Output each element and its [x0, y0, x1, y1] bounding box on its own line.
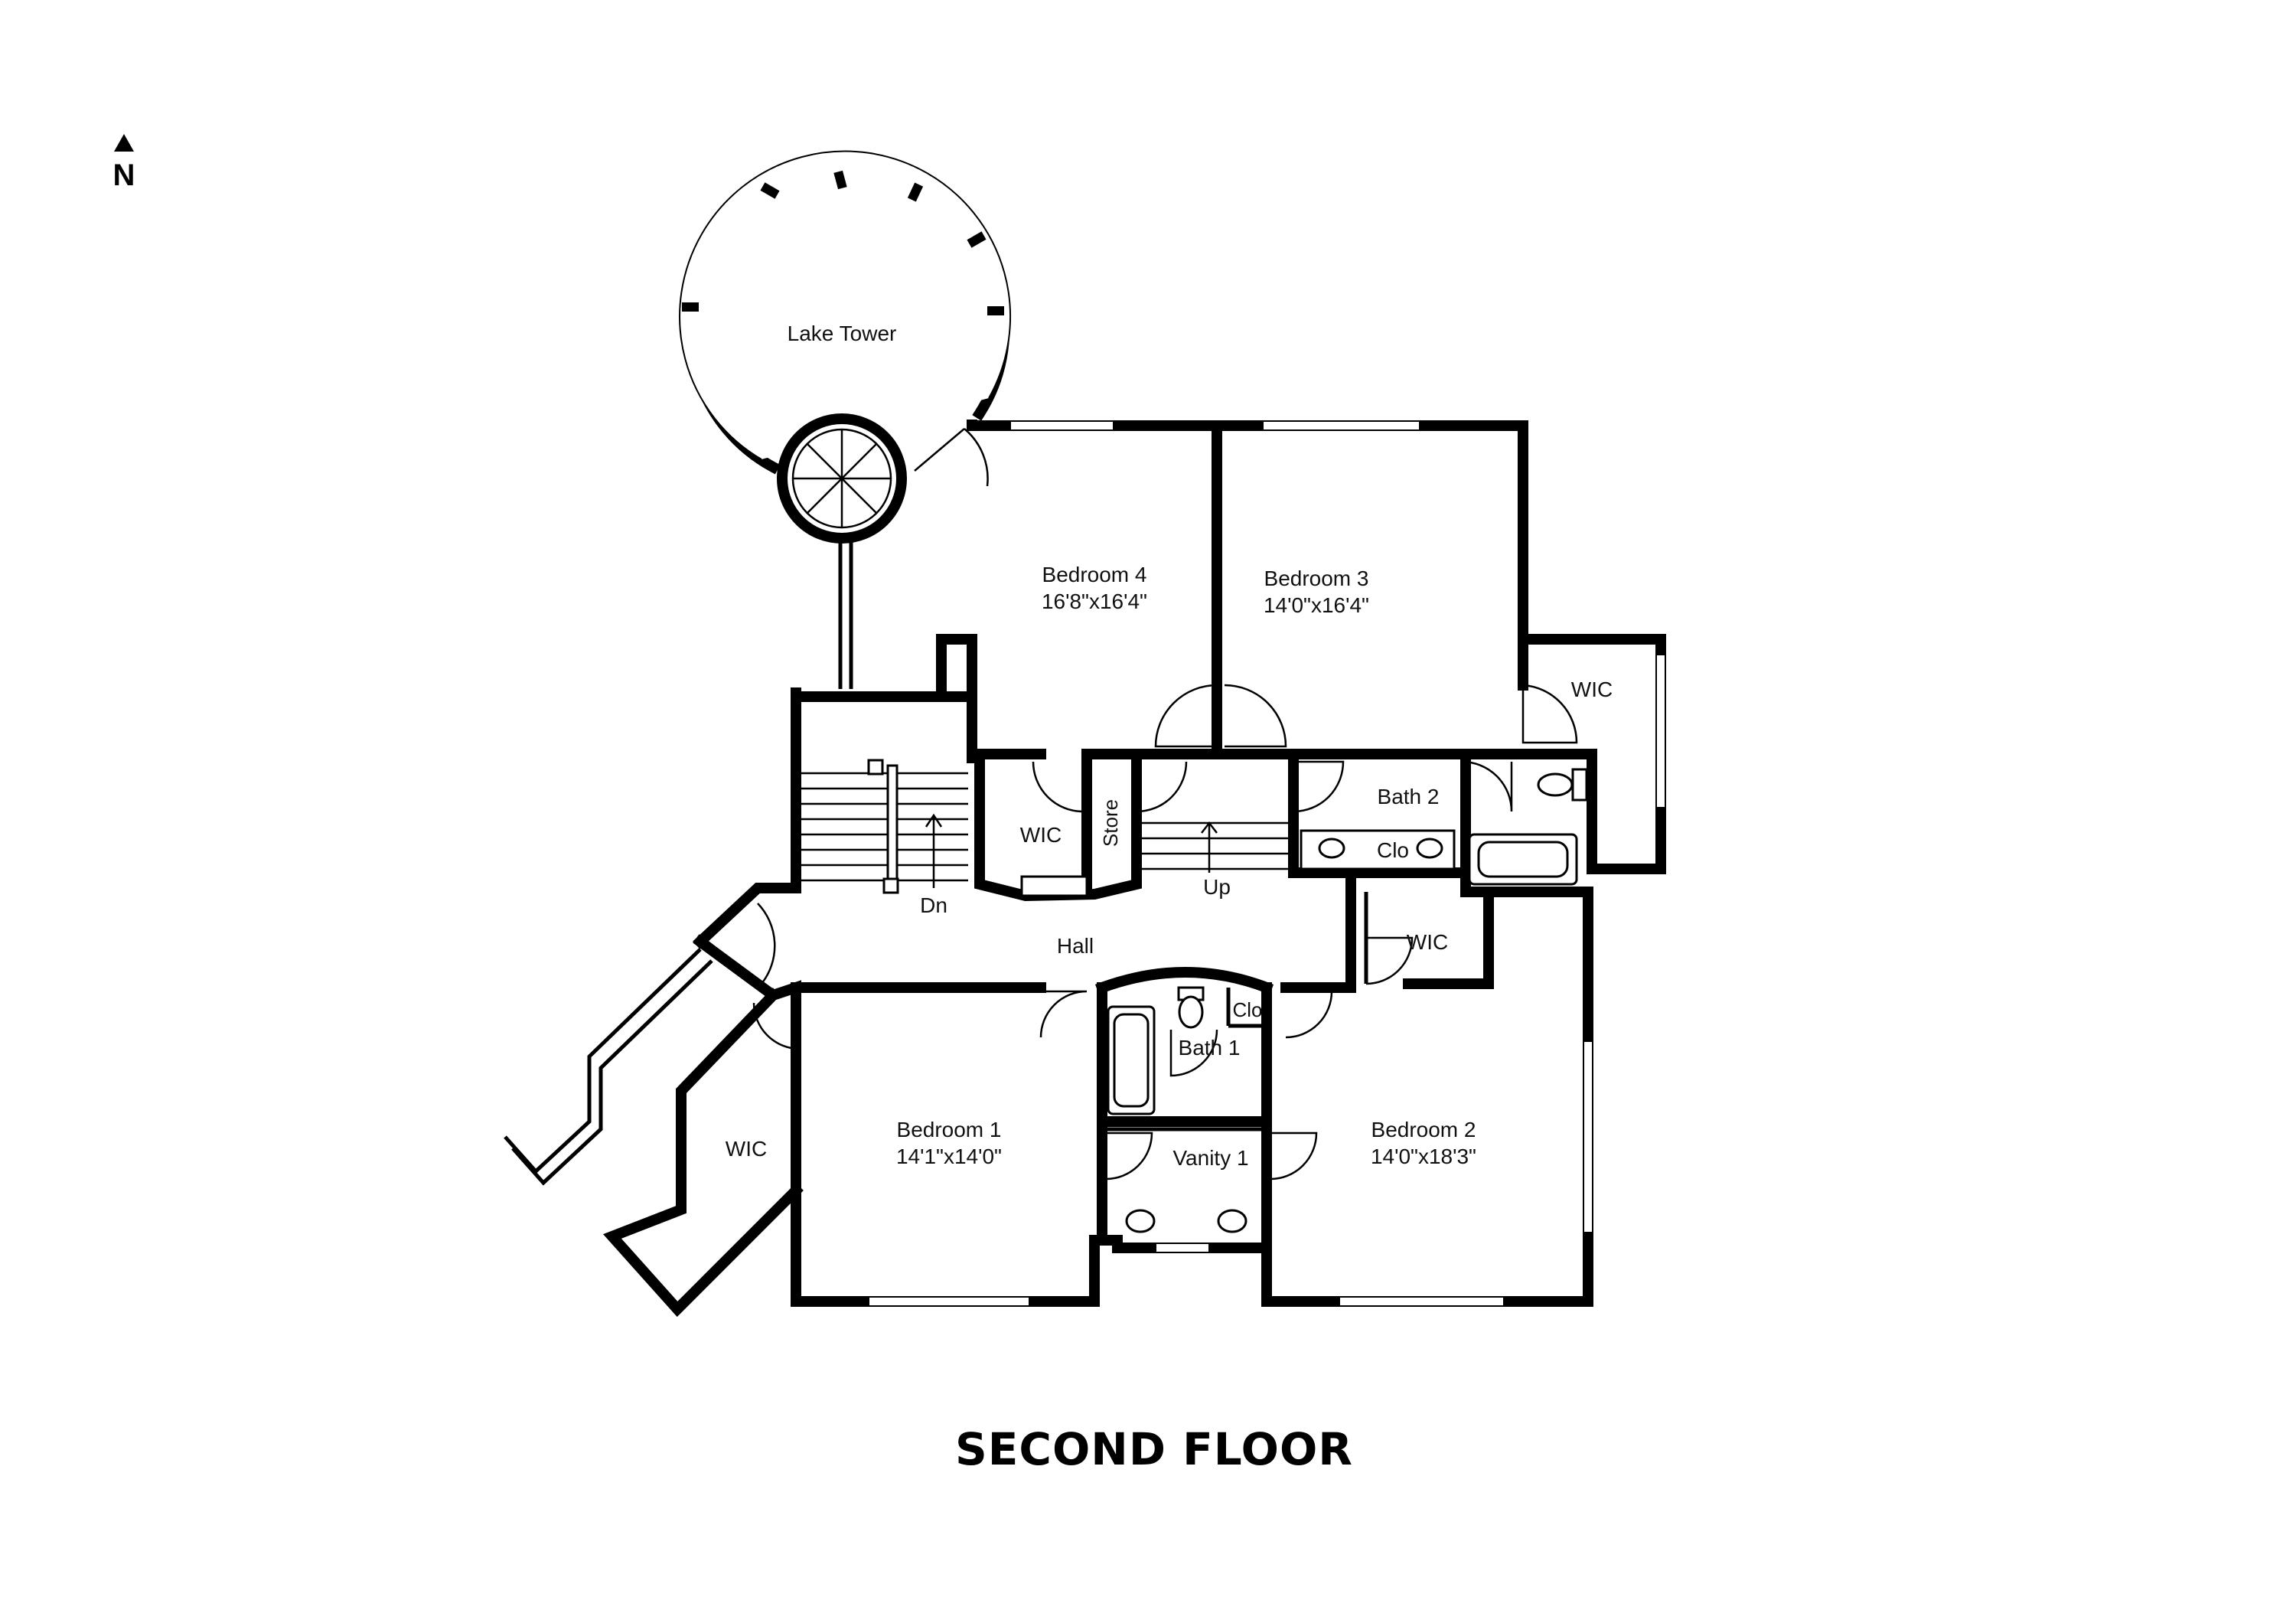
bedroom-2-dims: 14'0"x18'3": [1371, 1145, 1476, 1168]
bedroom-4-name: Bedroom 4: [1042, 563, 1147, 586]
lake-tower: Lake Tower: [679, 150, 1012, 544]
wic-bedroom-2-label: WIC: [1407, 930, 1448, 954]
clo-bath-1-label: Clo: [1232, 998, 1262, 1021]
wic-bedroom-1-label: WIC: [726, 1137, 767, 1161]
bedroom-3-name: Bedroom 3: [1264, 567, 1369, 590]
interior-walls: [791, 714, 1491, 1307]
windows: [868, 420, 1666, 1307]
stairs-up: [1140, 821, 1290, 873]
fixtures: [1020, 768, 1588, 1233]
tower-door[interactable]: [914, 428, 989, 487]
room-labels: Bedroom 4 16'8"x16'4" Bedroom 3 14'0"x16…: [726, 563, 1613, 1170]
wic-bedroom-4-label: WIC: [1020, 823, 1062, 847]
north-arrow: N: [113, 134, 135, 192]
vanity-1-label: Vanity 1: [1172, 1146, 1248, 1170]
north-label: N: [113, 158, 135, 192]
hall-label: Hall: [1057, 934, 1094, 958]
floor-title: SECOND FLOOR: [955, 1423, 1353, 1475]
bath-1-label: Bath 1: [1179, 1036, 1241, 1060]
bedroom-3-dims: 14'0"x16'4": [1264, 593, 1369, 617]
bedroom-1-dims: 14'1"x14'0": [896, 1145, 1002, 1168]
wic-bedroom-3-label: WIC: [1571, 678, 1613, 701]
bedroom-2-name: Bedroom 2: [1371, 1118, 1476, 1141]
stairs-down: [800, 759, 968, 894]
tower-mullions: [682, 170, 1004, 315]
north-arrow-icon: [114, 134, 134, 152]
stairs-down-label: Dn: [920, 893, 947, 917]
bedroom-1-name: Bedroom 1: [897, 1118, 1002, 1141]
store-label: Store: [1099, 799, 1122, 847]
tower-windows: [679, 150, 1012, 460]
spiral-stair: [777, 413, 907, 544]
bedroom-4-dims: 16'8"x16'4": [1042, 589, 1147, 613]
bath-2-label: Bath 2: [1378, 785, 1440, 808]
clo-bath-2-label: Clo: [1377, 838, 1409, 862]
balcony-rail: [504, 948, 702, 1174]
doors: [707, 684, 1578, 1181]
stairs-up-label: Up: [1203, 875, 1231, 899]
lake-tower-label: Lake Tower: [788, 322, 897, 345]
